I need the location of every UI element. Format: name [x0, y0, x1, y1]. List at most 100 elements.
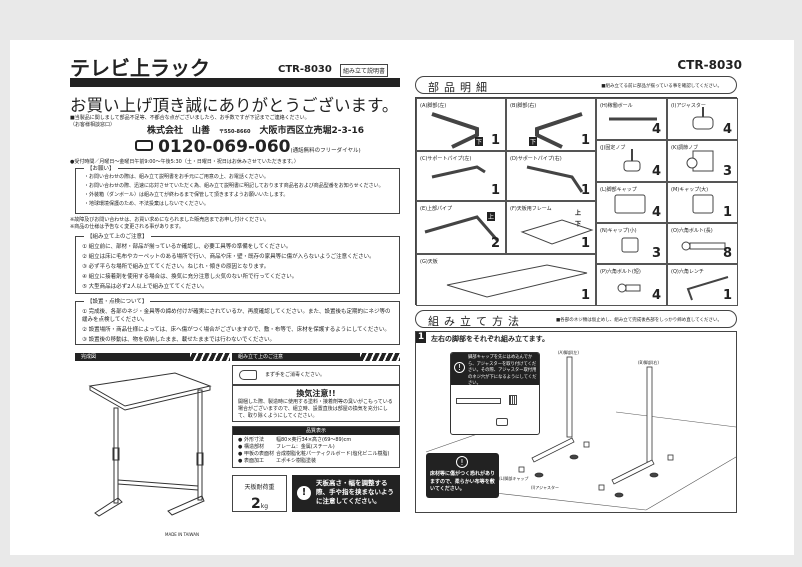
greeting: お買い上げ頂き誠にありがとうございます。	[70, 96, 399, 115]
part-cell: (M)キャップ(大)1	[667, 182, 738, 223]
vent-box: 換気注意!! 開梱した際、製造時に使用する塗料・接着剤等の臭いがこもっている場合…	[232, 385, 400, 422]
quality-row: ● 外形寸法幅80×奥行34×高さ(69～89)cm	[238, 437, 352, 443]
assembly-title: 組み立て方法	[428, 315, 524, 328]
request-item: ・お問い合わせの際、迅速に応対させていただく為、組み立て説明書に明記しております…	[84, 183, 384, 189]
phone-note: (通話無料のフリーダイヤル)	[290, 148, 361, 154]
part-label: (F)天板用フレーム	[510, 206, 552, 212]
quality-box: 品質表示 ● 外形寸法幅80×奥行34×高さ(69～89)cm● 構造部材フレー…	[232, 426, 400, 468]
part-cell: (D)サポートパイプ(右)1	[506, 151, 596, 201]
part-label: (H)稼働ボール	[600, 103, 633, 109]
load-label: 天板耐荷重	[244, 484, 275, 491]
part-label: (K)調節ノブ	[671, 145, 699, 151]
callout-box: ! 脚部キャップを先にはめ込んでから、アジャスターを取り付けてください。その際、…	[450, 352, 540, 435]
part-qty: 1	[580, 133, 590, 148]
part-qty: 2	[490, 236, 500, 251]
warning-text: 天板高さ・幅を調整する際、手や指を挟まないように注意してください。	[316, 479, 394, 505]
freedial-icon	[135, 140, 153, 151]
phone[interactable]: 0120-069-060	[158, 137, 291, 157]
model-number: CTR-8030	[278, 64, 332, 75]
quality-value: 合成樹脂化粧パーティクルボード(塩化ビニル樹脂)	[275, 451, 390, 457]
caution-item: ⑤ 大型商品は必ず2人以上で組み立ててください。	[82, 284, 208, 290]
quality-row: ● 構造部材フレーム：金属(スチール)	[238, 444, 335, 450]
part-label: (M)キャップ(大)	[671, 187, 709, 193]
parts-header: 部品明細 ■組み立てる前に部品が揃っている事を確認してください。	[415, 76, 737, 94]
vent-text: 開梱した際、製造時に使用する塗料・接着剤等の臭いがこもっている場合がございますの…	[238, 399, 393, 419]
request-item: ・お問い合わせの際は、組み立て説明書をお手元にご用意の上、お電話ください。	[84, 174, 269, 180]
load-value: 2	[250, 496, 261, 512]
part-qty: 4	[651, 205, 661, 220]
note: ※商品の仕様は予告なく変更される事があります。	[70, 224, 184, 230]
floor-warning-text: 床材等に傷がつく恐れがありますので、柔らかい布等を敷いてください。	[430, 471, 496, 492]
part-label: (G)天板	[420, 259, 438, 265]
assembly-note: ■各部のネジ類は仮止めし、組み立て完成後各部をしっかり締め直してください。	[556, 318, 722, 323]
part-label: (J)固定ノブ	[600, 145, 626, 151]
caution-label: 組み立て上のご注意	[238, 354, 284, 360]
floor-warning-box: ! 床材等に傷がつく恐れがありますので、柔らかい布等を敷いてください。	[426, 453, 499, 498]
install-box: 【設置・点検について】 ① 完成後、各部のネジ・金具等の締め付けが確実にされてい…	[75, 297, 400, 345]
parts-note: ■組み立てる前に部品が揃っている事を確認してください。	[601, 84, 722, 89]
label-adjuster: (I)アジャスター	[531, 485, 559, 490]
bottom-mark: 下	[529, 137, 538, 146]
hand-note: まず手をご消毒ください。	[265, 372, 326, 378]
request-item: ・外装箱（ダンボール）は組み立てが終わるまで保管して頂きますようお願いいたします…	[84, 192, 289, 198]
caution-bar: 組み立て上のご注意	[232, 353, 400, 361]
part-drawing	[686, 276, 729, 301]
part-drawing	[424, 215, 499, 241]
assembly-diagram	[425, 356, 737, 511]
postal: 〒550-8660	[219, 129, 251, 135]
caution-item: ② 組立は床に毛布やカーペットのある場所で行い、商品や床・壁・既存の家具等に傷が…	[82, 254, 375, 260]
hand-note-box: まず手をご消毒ください。	[232, 365, 400, 385]
exclamation-icon: !	[454, 362, 465, 373]
left-page: テレビ上ラック CTR-8030 組み立て説明書 お買い上げ頂き誠にありがとうご…	[10, 40, 402, 555]
part-drawing	[446, 264, 588, 298]
hand-icon	[239, 370, 257, 380]
product-title: テレビ上ラック	[70, 56, 210, 80]
install-title: 【設置・点検について】	[84, 297, 151, 305]
install-item: ② 設置場所・商品仕様によっては、床へ傷がつく場合がございますので、敷・布等で、…	[82, 327, 390, 333]
quality-row: ● 甲板の表面材合成樹脂化粧パーティクルボード(塩化ビニル樹脂)	[238, 451, 390, 457]
part-cell: (P)六角ボルト(短)4	[596, 264, 667, 306]
leg-pipe-drawing	[456, 398, 501, 404]
part-qty: 1	[490, 133, 500, 148]
part-qty: 4	[651, 288, 661, 303]
part-label: (A)脚部(左)	[420, 103, 447, 109]
assembly-caution-title: 【組み立て上のご注意】	[84, 232, 151, 240]
part-qty: 1	[722, 288, 732, 303]
assembly-caution-box: 【組み立て上のご注意】 ① 組立前に、部材・部品が揃っているか確認し、必要工具等…	[75, 232, 400, 294]
part-label: (E)上部パイプ	[420, 206, 453, 212]
load-unit: kg	[260, 503, 269, 510]
part-qty: 1	[490, 183, 500, 198]
step-title: 左右の脚部をそれぞれ組み立てます。	[431, 335, 549, 343]
quality-title: 品質表示	[233, 427, 399, 435]
part-qty: 3	[722, 164, 732, 179]
quality-key: 甲板の表面材	[243, 451, 274, 457]
complete-bar: 完成図	[75, 353, 230, 361]
part-qty: 1	[580, 236, 590, 251]
bottom-mark: 下	[575, 221, 582, 228]
note: ※故障及びお問い合わせは、お買い求めになられました販売店までお申し付けください。	[70, 217, 270, 223]
part-qty: 4	[651, 164, 661, 179]
part-drawing	[431, 165, 486, 179]
exclamation-icon: !	[456, 456, 468, 468]
cap-drawing	[509, 395, 517, 405]
part-cell: (O)六角ボルト(長)8	[667, 223, 738, 264]
label-cap: (L)脚部キャップ	[499, 476, 529, 481]
quality-value: 幅80×奥行34×高さ(69～89)cm	[275, 437, 352, 443]
load-box: 天板耐荷重 2kg	[232, 475, 287, 512]
phone-line: 0120-069-060(通話無料のフリーダイヤル)	[135, 138, 361, 156]
part-cell: (N)キャップ(小)3	[596, 223, 667, 264]
part-label: (D)サポートパイプ(右)	[510, 156, 562, 162]
quality-key: 構造部材	[243, 444, 264, 450]
part-label: (I)アジャスター	[671, 103, 706, 109]
notice: ■当製品に関しまして部品不足等、不都合な点がございましたら、お手数ですが下記まで…	[70, 115, 310, 121]
part-drawing	[686, 150, 714, 172]
